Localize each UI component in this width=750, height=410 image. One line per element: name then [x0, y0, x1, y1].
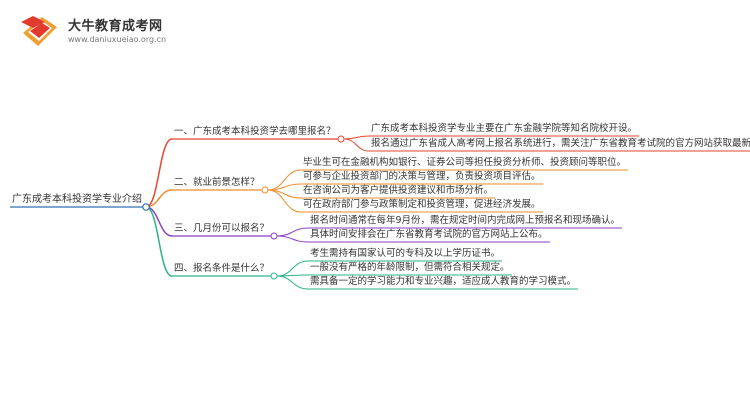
branch-to-leaf-connector-3-1 [276, 227, 309, 237]
branch-label-registration-month[interactable]: 三、几月份可以报名？ [174, 223, 270, 234]
branch-to-leaf-connector-4-1 [276, 260, 309, 277]
branch-to-leaf-connector-4-3 [276, 275, 309, 290]
leaf-month-announcement[interactable]: 具体时间安排会在广东省教育考试院的官方网站上公布。 [310, 229, 548, 240]
branch-collapse-toggle-1[interactable] [337, 135, 345, 143]
branch-collapse-toggle-2[interactable] [261, 186, 269, 194]
graduation-cap-book-icon [21, 16, 57, 46]
logo-title: 大牛教育成考网 [68, 19, 163, 34]
leaf-requirement-diploma[interactable]: 考生需持有国家认可的专科及以上学历证书。 [310, 248, 501, 259]
leaf-employment-government[interactable]: 可在政府部门参与政策制定和投资管理，促进经济发展。 [303, 199, 541, 210]
site-logo[interactable]: 大牛教育成考网 www.daniuxueiao.org.cn [20, 13, 320, 53]
logo-url: www.daniuxueiao.org.cn [68, 35, 167, 44]
branch-to-leaf-connector-2-4 [267, 189, 302, 213]
branch-label-requirements[interactable]: 四、报名条件是什么？ [174, 263, 270, 274]
root-node[interactable]: 广东成考本科投资学专业介绍 [12, 194, 142, 205]
branch-label-where-to-register[interactable]: 一、广东成考本科投资学去哪里报名？ [174, 126, 336, 137]
leaf-employment-enterprise[interactable]: 可参与企业投资部门的决策与管理，负责投资项目评估。 [303, 171, 541, 182]
leaf-employment-consulting[interactable]: 在咨询公司为客户提供投资建议和市场分析。 [303, 185, 494, 196]
root-to-branch-connector-1 [145, 138, 173, 208]
branch-label-employment[interactable]: 二、就业前景怎样？ [174, 177, 260, 188]
branch-collapse-toggle-3[interactable] [270, 232, 278, 240]
leaf-requirement-ability[interactable]: 需具备一定的学习能力和专业兴趣，适应成人教育的学习模式。 [310, 276, 577, 287]
branch-collapse-toggle-4[interactable] [270, 272, 278, 280]
leaf-requirement-age[interactable]: 一般没有严格的年龄限制，但需符合相关规定。 [310, 262, 510, 273]
leaf-month-september[interactable]: 报名时间通常在每年9月份，需在规定时间内完成网上预报名和现场确认。 [310, 215, 621, 226]
root-collapse-toggle[interactable] [142, 203, 150, 211]
leaf-where-colleges[interactable]: 广东成考本科投资学专业主要在广东金融学院等知名院校开设。 [371, 123, 638, 134]
root-to-branch-connector-4 [145, 206, 173, 277]
branch-to-leaf-connector-1-2 [343, 138, 370, 152]
leaf-employment-finance[interactable]: 毕业生可在金融机构如银行、证券公司等担任投资分析师、投资顾问等职位。 [303, 157, 627, 168]
leaf-where-system[interactable]: 报名通过广东省成人高考网上报名系统进行，需关注广东省教育考试院的官方网站获取最新… [371, 138, 750, 149]
root-to-branch-connector-3 [145, 206, 173, 237]
branch-to-leaf-connector-1-1 [343, 135, 370, 140]
branch-to-leaf-connector-3-2 [276, 235, 309, 243]
